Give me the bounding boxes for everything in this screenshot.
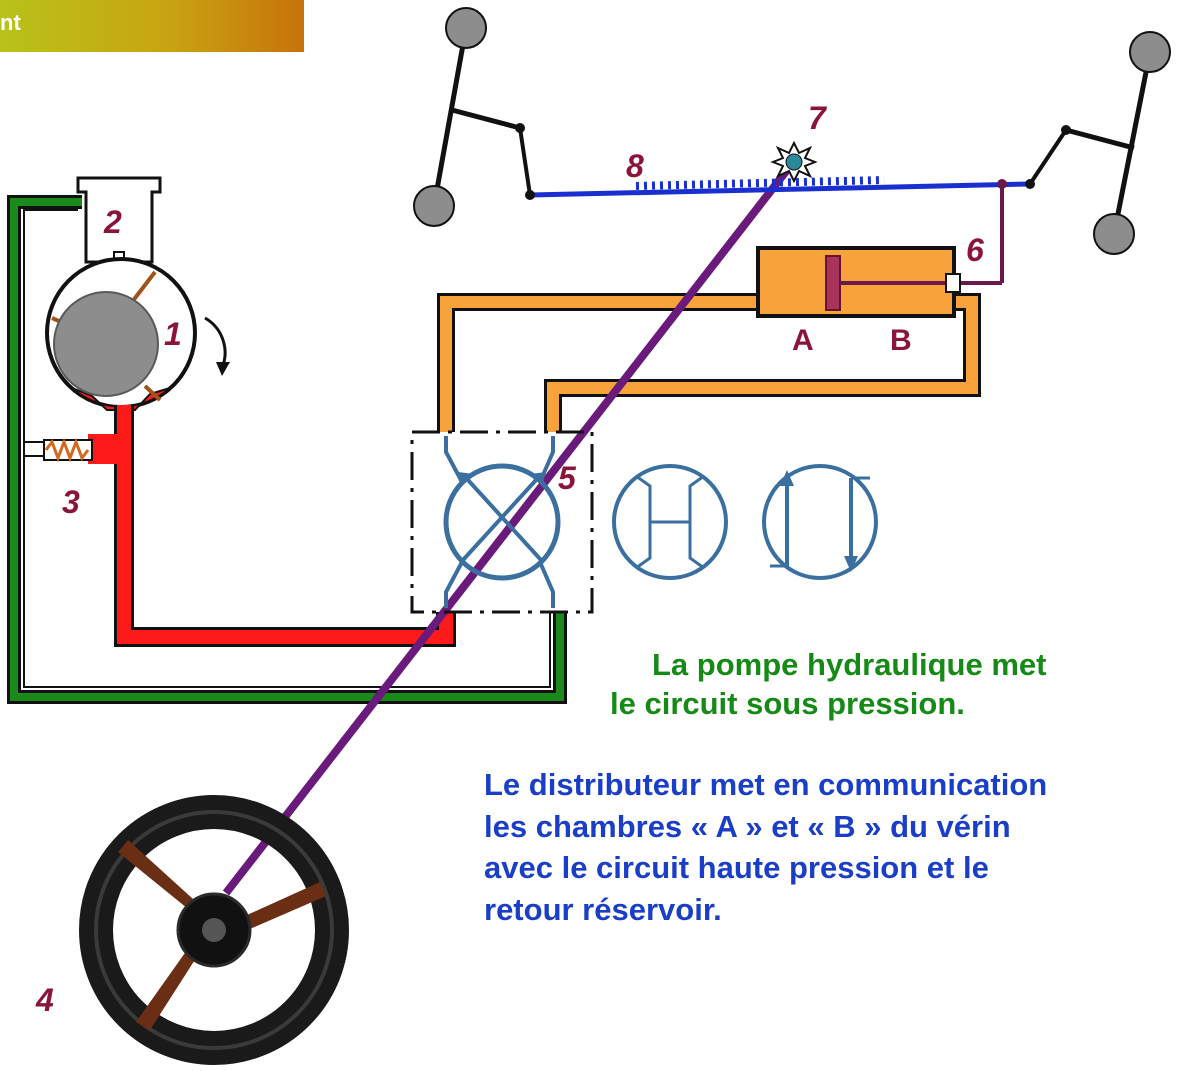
distributor-line-2: les chambres « A » et « B » du vérin — [484, 808, 1011, 844]
title-text: nt — [0, 10, 21, 35]
label-2: 2 — [104, 204, 122, 240]
chamber-a-label: A — [792, 324, 814, 357]
label-7: 7 — [808, 100, 826, 136]
title-banner: nt — [0, 0, 304, 52]
rack — [529, 176, 1031, 198]
right-wheel-assembly — [997, 31, 1171, 255]
label-8: 8 — [626, 148, 644, 184]
label-6: 6 — [966, 232, 984, 268]
distributor-line-1: Le distributeur met en communication — [484, 767, 1048, 802]
distributor-line-3: avec le circuit haute pression et le — [484, 850, 989, 886]
label-5: 5 — [558, 460, 576, 496]
steering-wheel — [79, 795, 349, 1065]
pump-line-1: La pompe hydraulique met — [652, 647, 1047, 682]
return-circuit — [7, 195, 567, 704]
label-3: 3 — [62, 484, 80, 520]
distributor-line-4: retour réservoir. — [484, 891, 722, 927]
label-1: 1 — [164, 316, 182, 352]
cylinder — [756, 184, 1004, 318]
pressure-circuit — [88, 405, 456, 647]
pump-explanation: La pompe hydraulique met le circuit sous… — [610, 646, 1170, 724]
chamber-b-label: B — [890, 324, 912, 357]
relief-valve — [43, 437, 93, 463]
cylinder-lines — [437, 293, 981, 432]
pinion — [770, 140, 818, 184]
pump-body — [45, 257, 230, 411]
distributor-valve — [410, 430, 594, 614]
valve-symbol-straight — [762, 464, 878, 580]
distributor-explanation: Le distributeur met en communication les… — [484, 764, 1047, 930]
label-4: 4 — [36, 982, 54, 1018]
pump-line-2: le circuit sous pression. — [610, 685, 965, 721]
valve-symbol-neutral — [612, 464, 728, 580]
left-wheel-assembly — [413, 7, 535, 227]
